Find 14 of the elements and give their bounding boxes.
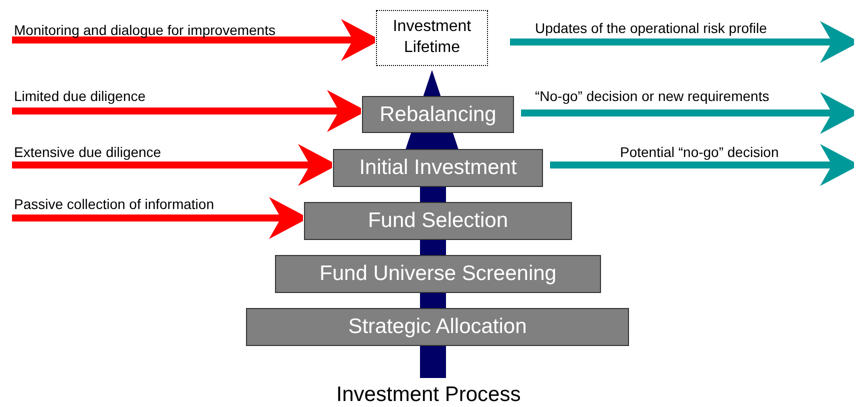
edge-label: Potential “no-go” decision xyxy=(620,144,779,160)
edge-label: Passive collection of information xyxy=(14,196,214,212)
edge-label: “No-go” decision or new requirements xyxy=(535,88,770,104)
process-box: Strategic Allocation xyxy=(246,308,629,346)
process-box: Fund Universe Screening xyxy=(275,255,601,293)
edge-label: Updates of the operational risk profile xyxy=(535,20,767,36)
edge-label: Limited due diligence xyxy=(14,88,146,104)
process-box: Rebalancing xyxy=(362,96,514,133)
edge-label: Monitoring and dialogue for improvements xyxy=(14,22,276,38)
process-box: Initial Investment xyxy=(333,149,543,187)
process-box: Fund Selection xyxy=(304,202,572,240)
caption: Investment Process xyxy=(335,383,522,407)
edge-label: Extensive due diligence xyxy=(14,144,162,160)
stage-box: Investment Lifetime xyxy=(376,10,488,66)
